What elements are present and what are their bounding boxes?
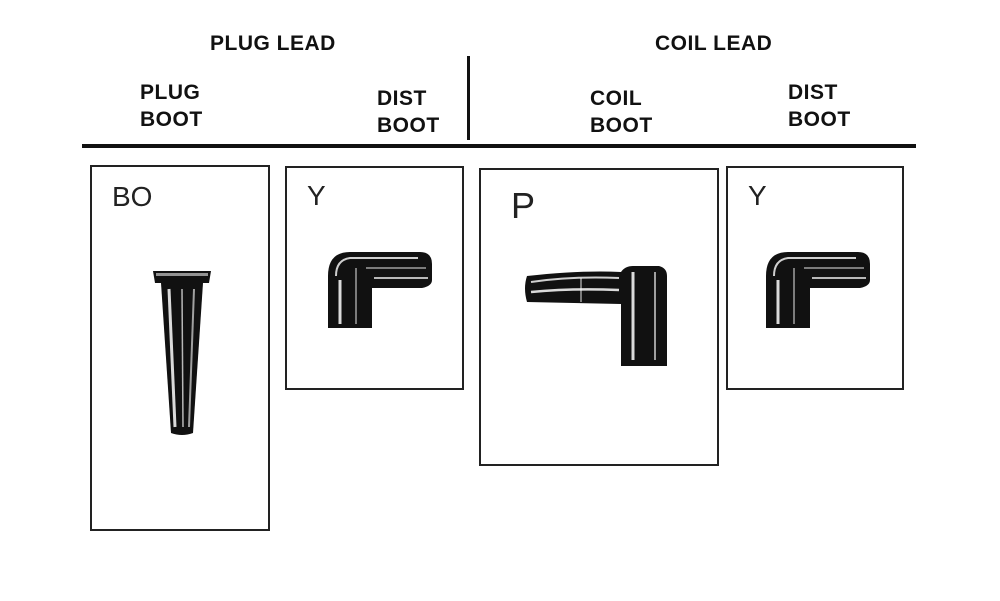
panel-code: Y [307,180,326,211]
plug-boot-label: PLUG BOOT [140,81,203,131]
angled-dist-boot-icon [766,252,870,328]
angled-coil-boot-icon [525,266,667,366]
panel-dist-boot-right: Y [726,166,904,390]
section-divider [467,56,470,140]
header-rule [82,144,916,148]
panel-code: BO [112,181,153,212]
dist-boot-label-right: DIST BOOT [788,81,851,131]
panel-code: Y [748,180,767,211]
panel-dist-boot-left: Y [285,166,464,390]
panel-plug-boot: BO [90,165,270,531]
straight-plug-boot-icon [153,271,211,435]
panel-code: P [511,185,536,226]
dist-boot-label-left: DIST BOOT [377,87,440,137]
angled-dist-boot-icon [328,252,432,328]
plug-lead-header: PLUG LEAD [210,32,336,55]
coil-boot-label: COIL BOOT [590,87,653,137]
panel-coil-boot: P [479,168,719,466]
coil-lead-header: COIL LEAD [655,32,773,55]
